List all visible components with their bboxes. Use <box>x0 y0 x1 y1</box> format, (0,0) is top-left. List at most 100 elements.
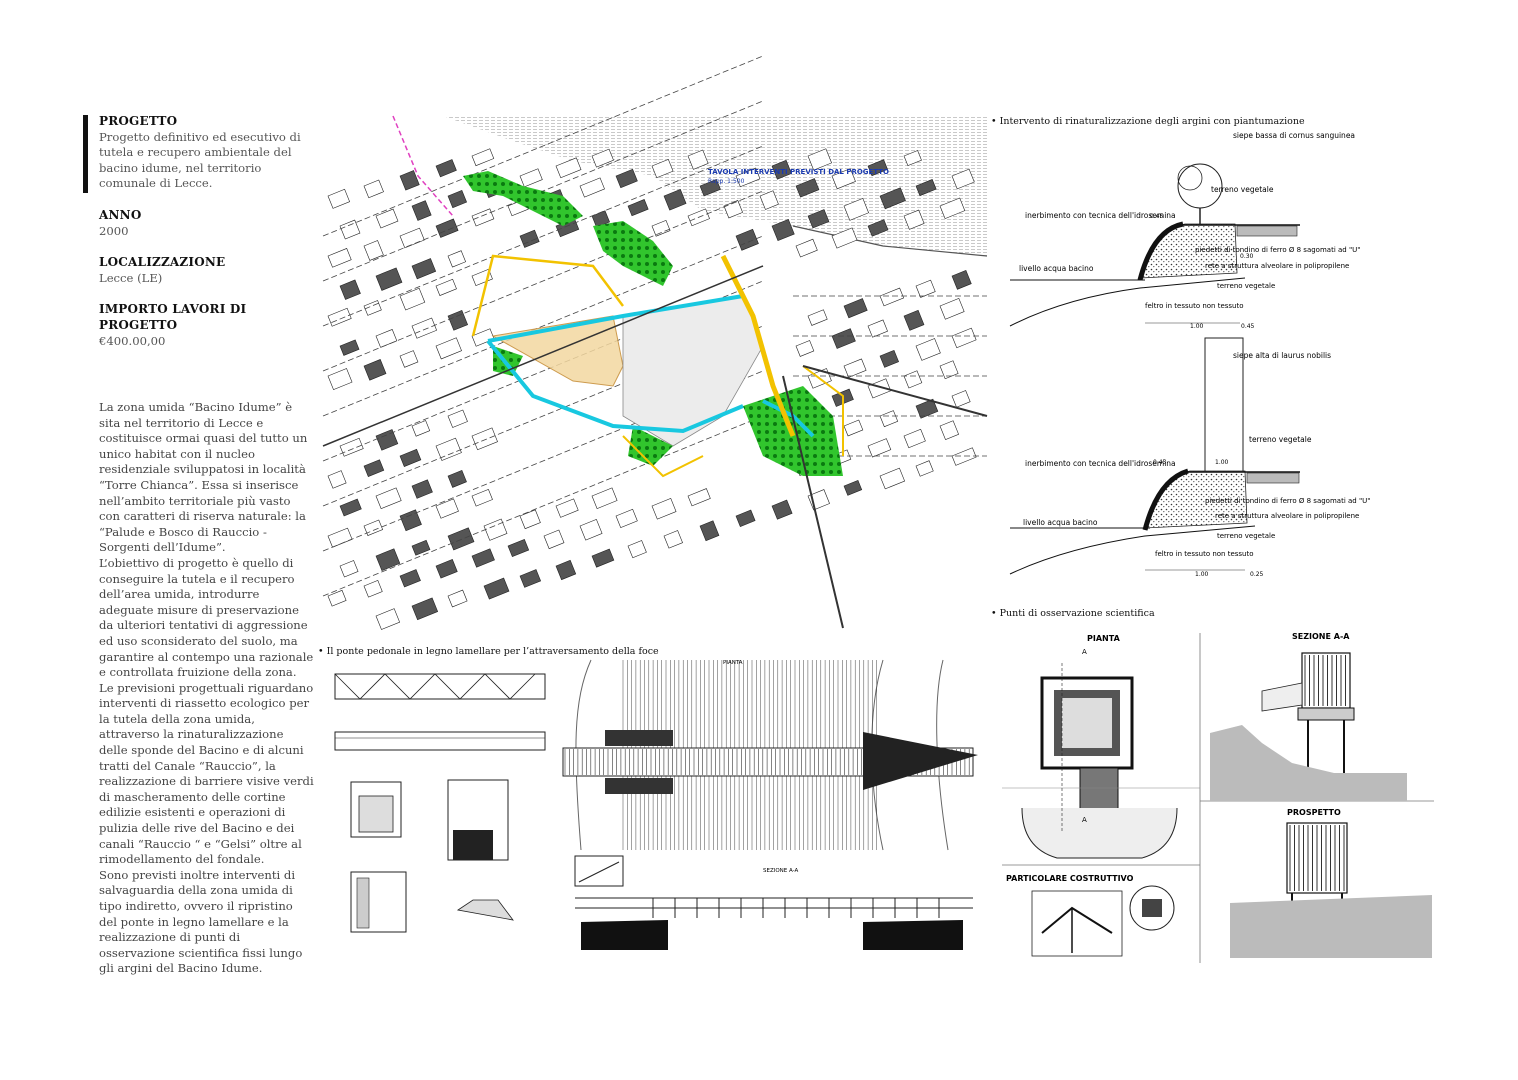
site-plan-drawing: TAVOLA INTERVENTI PREVISTI DAL PROGETTO … <box>322 55 988 630</box>
drawing-label: SEZIONE A-A <box>1292 632 1350 641</box>
map-building <box>687 488 711 507</box>
map-building <box>363 580 383 598</box>
map-title: TAVOLA INTERVENTI PREVISTI DAL PROGETTO <box>708 168 889 176</box>
map-building <box>399 509 422 532</box>
map-building <box>411 200 432 221</box>
embankment-section-1: 0.45 1.00 0.30 0.45 siepe bassa di cornu… <box>1005 128 1361 333</box>
map-building <box>471 208 495 227</box>
map-building <box>903 309 925 331</box>
drawing-label: A <box>1082 648 1087 656</box>
map-building <box>951 327 977 349</box>
map-building <box>363 459 385 477</box>
map-building <box>471 148 495 167</box>
map-building <box>411 420 431 437</box>
map-building <box>831 168 856 190</box>
map-building <box>915 460 934 477</box>
caption-argini: • Intervento di rinaturalizzazione degli… <box>991 116 1305 127</box>
map-road <box>322 415 764 597</box>
map-building <box>411 597 439 621</box>
info-section-localizzazione: LOCALIZZAZIONE Lecce (LE) <box>99 255 314 286</box>
map-building <box>879 349 900 368</box>
map-building <box>399 287 426 311</box>
map-building <box>519 569 542 588</box>
drawing-label: terreno vegetale <box>1217 282 1275 290</box>
map-building <box>771 218 795 242</box>
site-plan-map: TAVOLA INTERVENTI PREVISTI DAL PROGETTO … <box>322 55 988 630</box>
drawing-label: terreno vegetale <box>1217 532 1275 540</box>
map-building <box>807 148 832 171</box>
map-building <box>843 479 863 496</box>
map-building <box>339 339 360 356</box>
observation-point-drawings: PIANTA A A SEZIONE A-A PROSPETTO PARTICO… <box>1002 632 1434 963</box>
map-building <box>699 178 721 197</box>
drawing-label: livello acqua bacino <box>1023 518 1098 527</box>
map-building <box>843 298 868 319</box>
description-paragraph: La zona umida “Bacino Idume” è sita nel … <box>99 400 308 555</box>
map-building <box>435 337 462 360</box>
map-building <box>507 538 530 558</box>
map-building <box>375 608 401 630</box>
map-building <box>519 168 543 188</box>
drawing-label: piedetti di tondino di ferro Ø 8 sagomat… <box>1205 497 1371 505</box>
map-building <box>915 338 941 361</box>
map-building <box>867 219 889 237</box>
section-title: IMPORTO LAVORI DI PROGETTO <box>99 302 247 332</box>
map-building <box>831 227 858 249</box>
drawing-label: piedetti di tondino di ferro Ø 8 sagomat… <box>1195 246 1361 254</box>
drawing-label: A <box>1082 816 1087 824</box>
info-section-anno: ANNO 2000 <box>99 208 314 239</box>
drawing-label: PROSPETTO <box>1287 808 1341 817</box>
drawing-label: PIANTA <box>723 660 743 666</box>
map-building <box>771 159 792 180</box>
drawing-label: livello acqua bacino <box>1019 264 1094 273</box>
map-building <box>399 350 419 368</box>
map-building <box>447 527 475 551</box>
map-building <box>447 250 467 268</box>
map-building <box>327 188 351 209</box>
map-building <box>399 170 420 191</box>
map-building <box>363 519 384 536</box>
map-building <box>363 240 384 261</box>
map-building <box>795 178 820 198</box>
map-building <box>447 589 468 608</box>
map-building <box>651 159 674 179</box>
dim-label: 0.30 <box>1240 253 1254 260</box>
map-building <box>375 548 401 572</box>
map-building <box>795 238 818 258</box>
map-building <box>363 359 387 381</box>
map-building <box>867 378 892 399</box>
drawing-label: inerbimento con tecnica dell'idrosemina <box>1025 459 1176 468</box>
map-building <box>375 487 402 510</box>
section-title: ANNO <box>99 207 142 222</box>
drawing-label: rete a struttura alveolare in polipropil… <box>1215 512 1359 520</box>
map-building <box>579 177 605 198</box>
section-value: 2000 <box>99 223 129 238</box>
bridge-drawings: PIANTA SEZIONE A-A <box>323 659 987 960</box>
info-section-importo: IMPORTO LAVORI DI PROGETTO €400.00,00 <box>99 302 314 349</box>
map-building <box>723 200 744 219</box>
map-building <box>915 398 939 419</box>
drawing-label: terreno vegetale <box>1211 185 1274 194</box>
drawing-label: siepe alta di laurus nobilis <box>1233 351 1331 360</box>
dim-label: 1.00 <box>1190 323 1204 330</box>
map-building <box>579 518 603 541</box>
map-building <box>471 427 498 451</box>
map-building <box>435 159 457 178</box>
map-building <box>663 530 683 549</box>
map-building <box>447 409 468 428</box>
map-building <box>867 159 888 177</box>
map-building <box>807 309 828 326</box>
map-building <box>555 498 579 518</box>
map-building <box>843 419 864 437</box>
map-building <box>483 577 510 600</box>
map-building <box>555 559 577 581</box>
caption-ponte: • Il ponte pedonale in legno lamellare p… <box>318 646 659 657</box>
map-building <box>687 149 709 170</box>
dim-label: 0.45 <box>1241 323 1255 330</box>
map-building <box>447 190 468 209</box>
drawing-label: rete a struttura alveolare in polipropil… <box>1205 262 1349 270</box>
dim-label: 0.25 <box>1250 571 1264 578</box>
observation-drawing: PIANTA A A SEZIONE A-A PROSPETTO PARTICO… <box>1002 632 1434 963</box>
map-road <box>322 235 764 417</box>
map-building <box>879 287 905 307</box>
